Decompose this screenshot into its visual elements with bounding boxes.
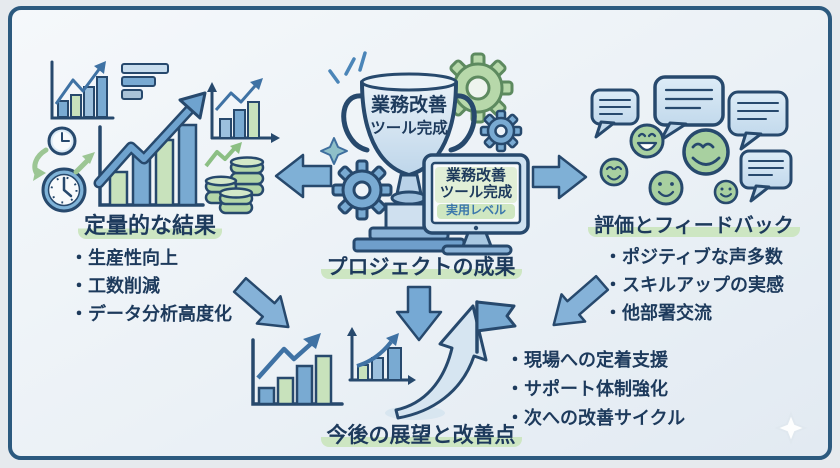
bullet-item: ・工数削減	[70, 276, 160, 297]
horizontal-bar-chart-icon	[121, 63, 169, 100]
trend-chart-icon	[207, 78, 280, 143]
arrow-down-icon	[395, 285, 443, 342]
clock-icon	[32, 126, 95, 213]
smiley-icon	[599, 123, 739, 206]
left-bullet-list: ・生産性向上 ・工数削減 ・データ分析高度化	[70, 245, 232, 329]
sparkle-icon-corner	[774, 411, 808, 445]
arrow-diagonal-right-icon	[552, 274, 610, 327]
right-section-title: 評価とフィードバック	[588, 209, 800, 238]
bullet-item: ・他部署交流	[604, 303, 712, 324]
arrow-left-icon	[274, 153, 333, 199]
growth-bar-chart-icon	[93, 91, 207, 207]
gear-icon-small-blue	[479, 109, 523, 153]
trophy-label-line1: 業務改善	[370, 94, 447, 116]
monitor-label-line3: 実用レベル	[445, 203, 506, 217]
left-section-title: 定量的な結果	[60, 208, 240, 240]
bullet-item: ・次への改善サイクル	[506, 408, 686, 429]
arrow-diagonal-left-icon	[232, 276, 290, 329]
trophy-label-line2: ツール完成	[370, 119, 448, 137]
swoosh-arrow-icon	[385, 304, 488, 420]
monitor-icon	[422, 153, 530, 256]
center-title: プロジェクトの成果	[318, 251, 524, 281]
bullet-item: ・生産性向上	[70, 248, 178, 269]
right-bullet-list: ・ポジティブな声多数 ・スキルアップの実感 ・他部署交流	[604, 244, 784, 328]
sparkle-icon	[320, 51, 367, 165]
monitor-label-line1: 業務改善	[445, 166, 506, 184]
bullet-item: ・サポート体制強化	[506, 379, 668, 400]
trend-chart-icon-bottom	[347, 327, 416, 385]
monitor-label: 業務改善 ツール完成 実用レベル	[430, 166, 522, 218]
coin-stack-icon	[204, 142, 265, 215]
monitor-label-line2: ツール完成	[439, 185, 513, 201]
bullet-item: ・スキルアップの実感	[604, 275, 784, 296]
gear-icon-left-blue	[331, 159, 393, 221]
bullet-item: ・現場への定着支援	[506, 350, 668, 371]
arrow-right-icon	[531, 154, 588, 200]
flag-icon	[475, 300, 517, 354]
bottom-bullet-list: ・現場への定着支援 ・サポート体制強化 ・次への改善サイクル	[506, 346, 685, 433]
bottom-section-title: 今後の展望と改善点	[312, 419, 530, 449]
speech-bubble-icon	[590, 75, 793, 203]
trophy-icon	[341, 72, 477, 253]
bullet-item: ・データ分析高度化	[70, 304, 232, 325]
trophy-label: 業務改善 ツール完成	[363, 93, 455, 138]
bar-chart-icon-bottom	[251, 333, 344, 406]
bar-chart-icon	[50, 60, 115, 120]
bullet-item: ・ポジティブな声多数	[604, 247, 783, 268]
